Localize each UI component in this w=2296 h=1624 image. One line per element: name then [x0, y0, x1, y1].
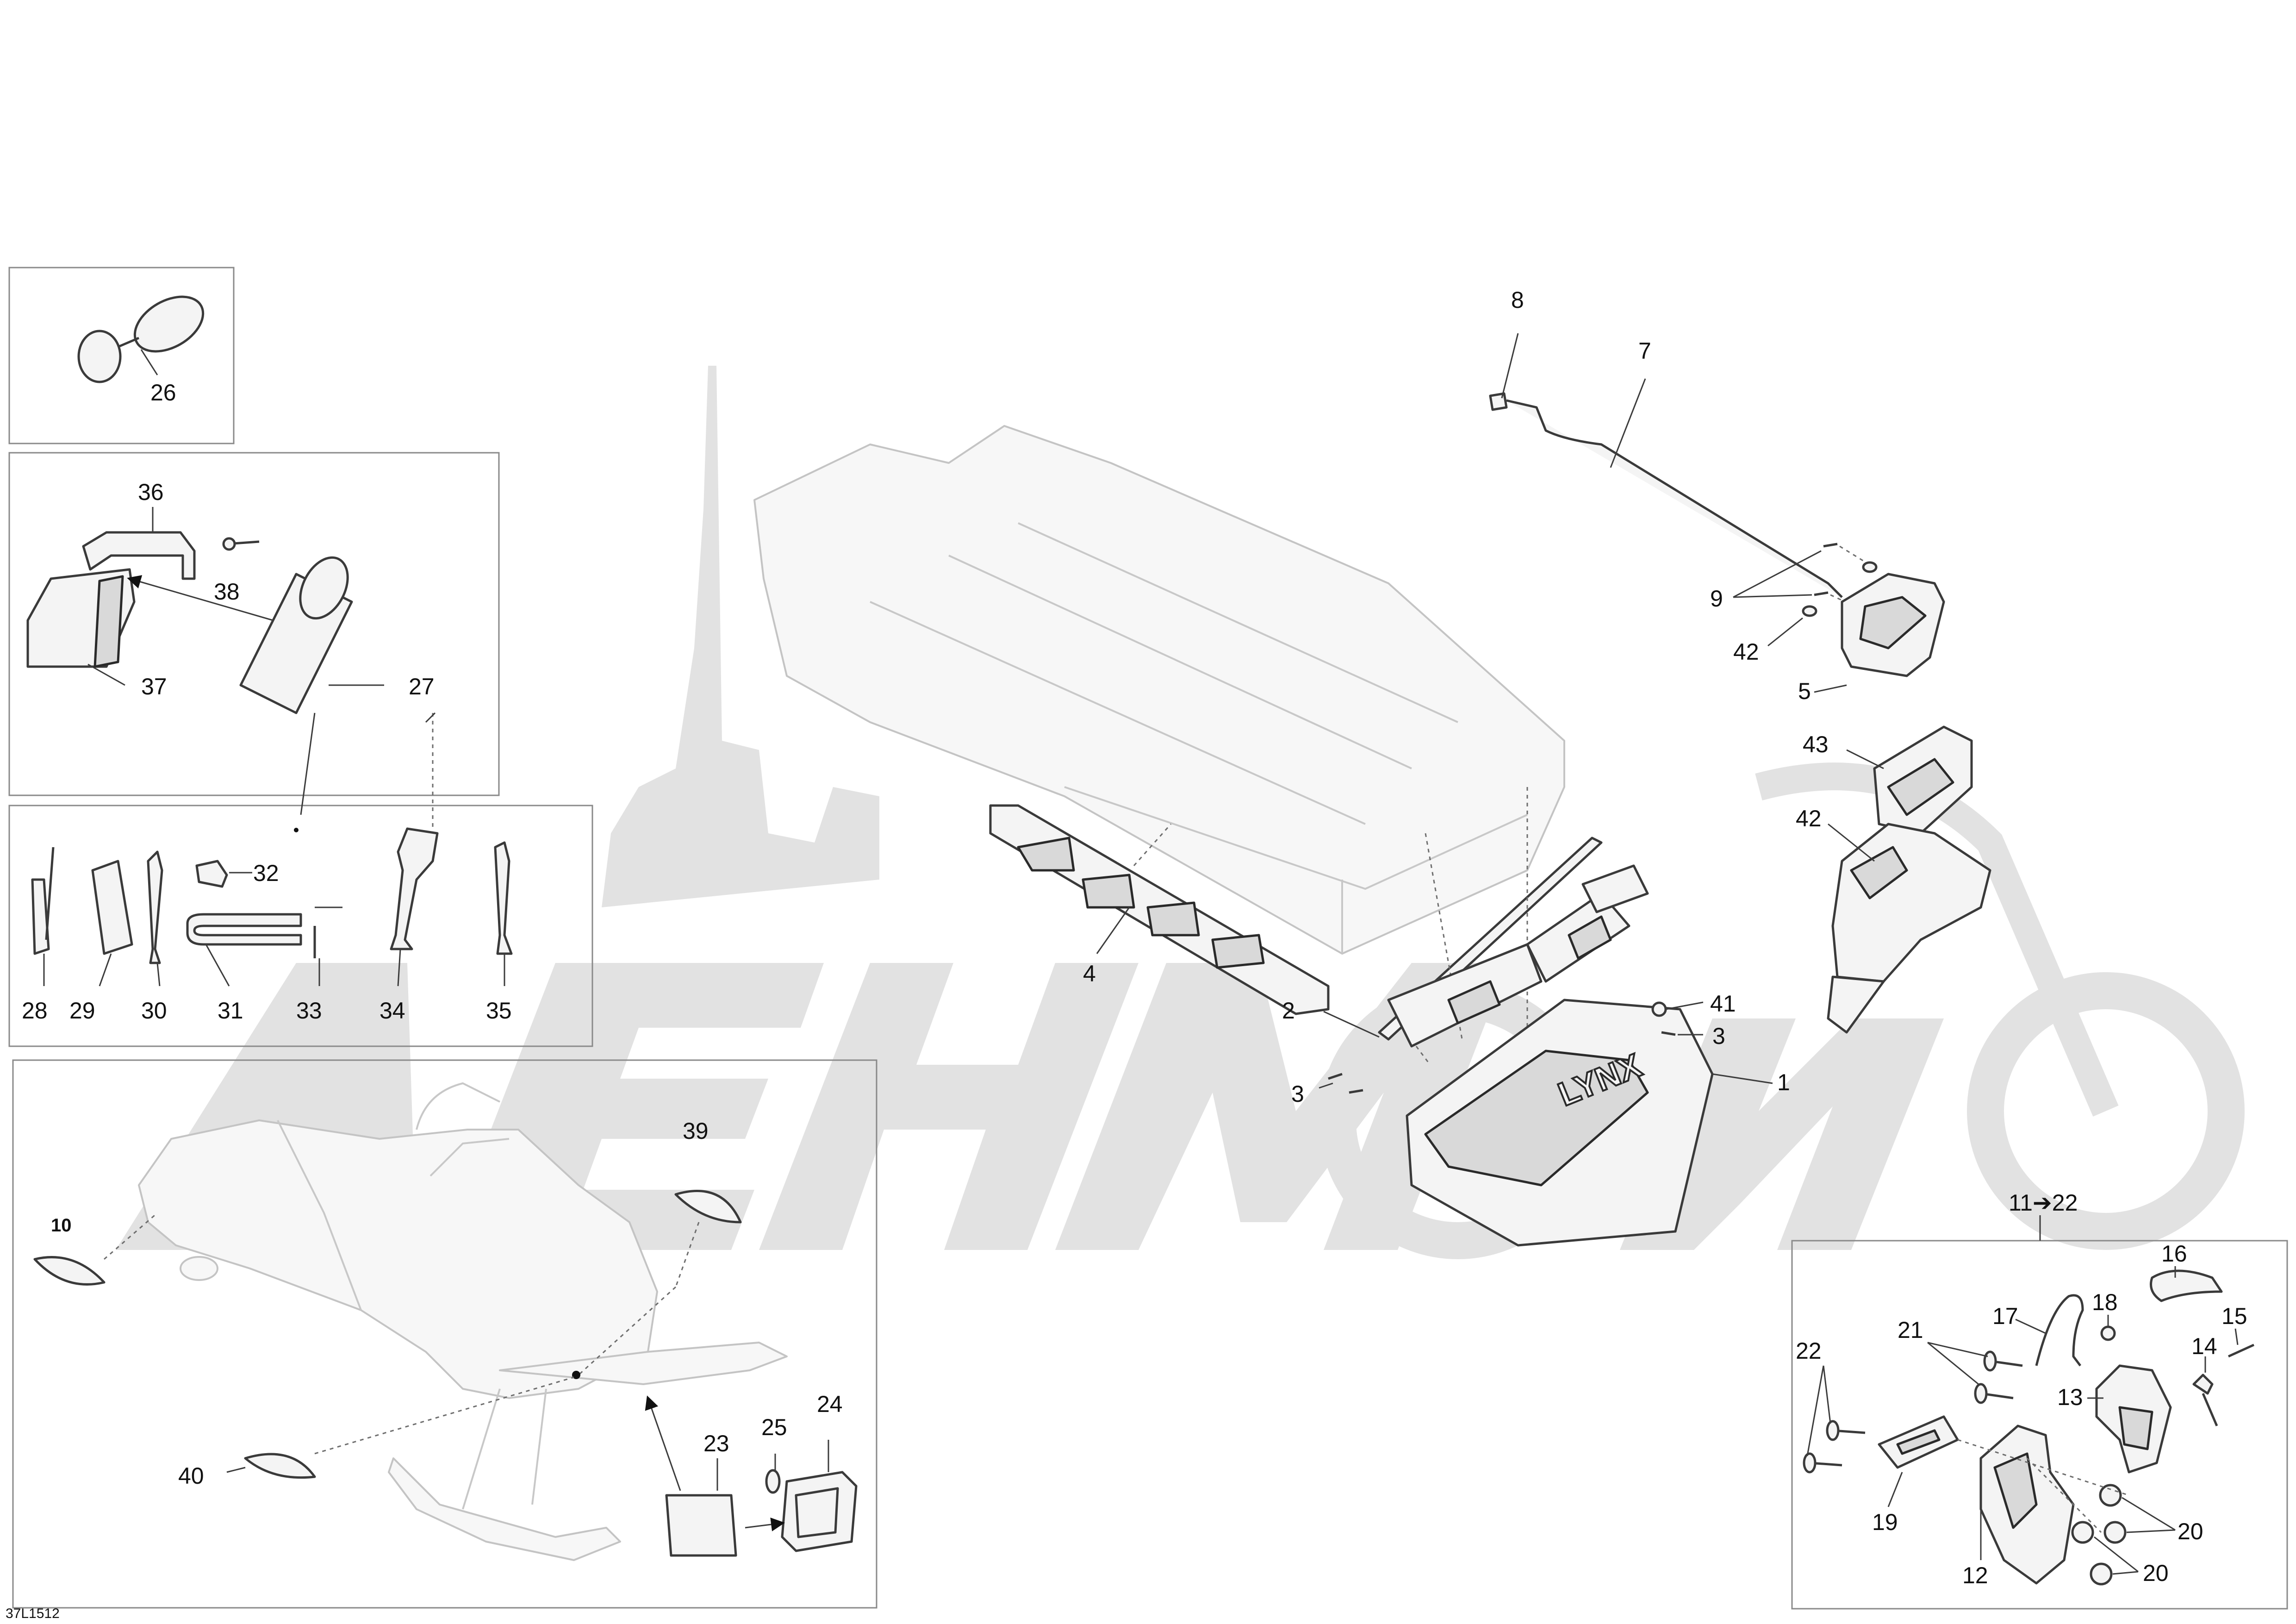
callout-3-left: 3	[1291, 1081, 1304, 1107]
callout-15: 15	[2221, 1303, 2247, 1329]
callout-43: 43	[1803, 731, 1829, 757]
callout-31: 31	[218, 998, 243, 1024]
callout-36: 36	[138, 479, 164, 505]
hitch-kit-group	[1803, 1215, 2255, 1586]
callout-26: 26	[150, 380, 176, 406]
flap-hardware	[1319, 1001, 1704, 1094]
callout-24: 24	[817, 1391, 843, 1417]
callout-5: 5	[1798, 678, 1811, 704]
callout-29: 29	[69, 998, 95, 1024]
callout-8: 8	[1511, 287, 1524, 313]
callout-9: 9	[1710, 586, 1723, 612]
callout-18: 18	[2092, 1289, 2118, 1315]
tool-bag-group	[26, 507, 384, 832]
snow-flap: LYNX	[1387, 864, 1773, 1247]
mirror-part	[77, 295, 205, 383]
callout-20-upper: 20	[2178, 1518, 2203, 1544]
frame-tool-bag	[8, 452, 500, 796]
callout-1: 1	[1777, 1069, 1790, 1095]
callout-10: 10	[51, 1215, 72, 1236]
callout-27: 27	[409, 674, 435, 700]
callout-21: 21	[1898, 1317, 1923, 1343]
tool-kit-group	[31, 712, 513, 987]
callout-42-top: 42	[1733, 639, 1759, 665]
callout-38: 38	[214, 579, 240, 605]
callout-16: 16	[2161, 1241, 2187, 1267]
callout-39: 39	[683, 1118, 709, 1144]
callout-35: 35	[486, 998, 512, 1024]
callout-20-lower: 20	[2143, 1560, 2169, 1586]
taillight-mount	[1827, 725, 1991, 1034]
callout-37: 37	[141, 674, 167, 700]
callout-14: 14	[2191, 1333, 2217, 1359]
callout-41: 41	[1710, 991, 1736, 1017]
callout-40: 40	[178, 1463, 204, 1489]
callout-11-22: 11➔22	[2009, 1190, 2078, 1216]
callout-13: 13	[2057, 1384, 2083, 1410]
callout-17: 17	[1992, 1303, 2018, 1329]
callout-42-mid: 42	[1796, 806, 1822, 831]
reflector-group	[33, 1190, 858, 1557]
drawing-code: 37L1512	[6, 1606, 60, 1621]
callout-4: 4	[1083, 961, 1096, 987]
callout-7: 7	[1638, 338, 1651, 364]
callout-19: 19	[1872, 1509, 1898, 1535]
callout-3-right: 3	[1712, 1023, 1725, 1049]
sled-outline	[138, 1082, 788, 1561]
callout-34: 34	[380, 998, 405, 1024]
callout-12: 12	[1962, 1562, 1988, 1588]
callout-32: 32	[253, 860, 279, 886]
frame-mirror	[8, 267, 235, 444]
callout-30: 30	[141, 998, 167, 1024]
callout-2: 2	[1282, 998, 1295, 1024]
tunnel-ghost	[753, 425, 1565, 955]
frame-tool-kit	[8, 805, 593, 1047]
callout-labels: 26 36 38 37 27 32 28 29 30 31 33 34 35 1…	[6, 287, 2247, 1621]
callout-22: 22	[1796, 1338, 1822, 1364]
callout-25: 25	[761, 1414, 787, 1440]
callout-28: 28	[22, 998, 48, 1024]
taillight-harness	[1489, 333, 1945, 693]
frame-reflectors	[12, 1059, 877, 1609]
flap-strip	[989, 804, 1330, 1015]
callout-23: 23	[703, 1430, 729, 1456]
callout-33: 33	[296, 998, 322, 1024]
